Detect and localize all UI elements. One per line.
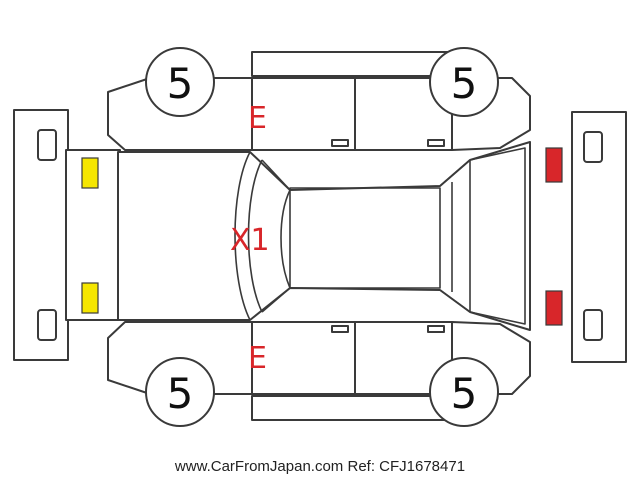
tire-front-left-value: 5 bbox=[167, 59, 194, 108]
mark-left-side-front: E bbox=[248, 101, 267, 136]
mark-right-side-front: E bbox=[248, 341, 267, 376]
footer-site: www.CarFromJapan.com bbox=[174, 458, 344, 475]
tire-rear-left: 5 bbox=[429, 47, 499, 117]
front-bumper bbox=[13, 109, 69, 361]
tire-front-right: 5 bbox=[145, 357, 215, 427]
tire-rear-right-value: 5 bbox=[451, 369, 478, 418]
rear-left-lamp bbox=[545, 147, 563, 183]
footer-ref: Ref: CFJ1678471 bbox=[347, 458, 466, 475]
car-body bbox=[65, 141, 531, 331]
left-side-panels bbox=[107, 51, 531, 151]
tire-rear-right: 5 bbox=[429, 357, 499, 427]
front-right-lamp bbox=[81, 282, 99, 314]
vehicle-condition-diagram: 5 5 5 5 E E X1 bbox=[13, 47, 627, 427]
mark-hood: X1 bbox=[230, 223, 270, 258]
tire-front-right-value: 5 bbox=[167, 369, 194, 418]
rear-right-lamp bbox=[545, 290, 563, 326]
front-left-lamp bbox=[81, 157, 99, 189]
rear-bumper bbox=[571, 111, 627, 363]
footer: www.CarFromJapan.com Ref: CFJ1678471 bbox=[0, 458, 640, 475]
tire-rear-left-value: 5 bbox=[451, 59, 478, 108]
tire-front-left: 5 bbox=[145, 47, 215, 117]
